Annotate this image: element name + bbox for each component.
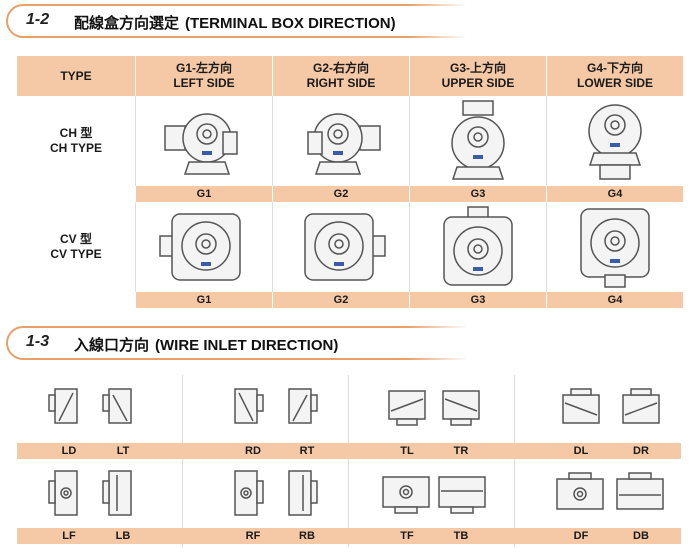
section-tab — [6, 326, 468, 360]
section-title: 入線口方向 (WIRE INLET DIRECTION) — [74, 334, 338, 355]
type-cn: CH 型 — [59, 126, 93, 140]
col-header-cn: G1-左方向 — [175, 61, 232, 75]
ch-g3-motor-image — [409, 96, 546, 186]
wire-label: RB — [299, 530, 315, 542]
wire-label: DB — [633, 530, 649, 542]
wire-label: RF — [245, 530, 261, 542]
cv-g1-motor-image — [135, 202, 272, 292]
wire-label: LF — [62, 530, 76, 542]
col-header-cn: G3-上方向 — [449, 61, 506, 75]
section-number: 1-3 — [26, 333, 50, 350]
col-header-en: LOWER SIDE — [576, 76, 653, 90]
wire-group-t: TL TR TF TB — [349, 375, 515, 547]
cv-g1-label: G1 — [135, 292, 272, 308]
wire-label: RD — [245, 445, 261, 457]
section-title-cn: 入線口方向 — [74, 337, 150, 354]
wire-pair-top — [183, 381, 349, 435]
wire-label-row: LD LT — [17, 443, 183, 459]
cv-g3-label: G3 — [409, 292, 546, 308]
wire-label-row: RF RB — [183, 528, 349, 544]
wire-pair-bottom — [183, 467, 349, 521]
wire-label: DF — [573, 530, 589, 542]
wire-pair-bottom — [515, 467, 681, 521]
wire-label: TL — [400, 445, 414, 457]
section-title: 配線盒方向選定 (TERMINAL BOX DIRECTION) — [74, 12, 396, 33]
section-tab — [6, 4, 468, 38]
col-header-cn: G4-下方向 — [586, 61, 643, 75]
wire-pair-bottom — [349, 467, 515, 521]
wire-label: DL — [573, 445, 589, 457]
ch-label-row: G1 G2 G3 G4 — [17, 186, 683, 202]
wire-label: LB — [115, 530, 131, 542]
wire-inlet-grid: LD LT LF LB RD RT — [17, 375, 683, 547]
ch-g2-label: G2 — [272, 186, 409, 202]
cv-g3-motor-image — [409, 202, 546, 292]
wire-pair-top — [17, 381, 183, 435]
section-header-terminal-box: 1-2 配線盒方向選定 (TERMINAL BOX DIRECTION) — [6, 4, 694, 38]
section-title-en: (WIRE INLET DIRECTION) — [155, 337, 339, 354]
wire-pair-top — [349, 381, 515, 435]
wire-label-row: DL DR — [515, 443, 681, 459]
col-header-en: RIGHT SIDE — [306, 76, 376, 90]
ch-g4-label: G4 — [546, 186, 683, 202]
wire-group-r: RD RT RF RB — [183, 375, 349, 547]
cv-g2-label: G2 — [272, 292, 409, 308]
wire-label: TB — [453, 530, 469, 542]
wire-pair-top — [515, 381, 681, 435]
ch-g3-label: G3 — [409, 186, 546, 202]
wire-label-row: LF LB — [17, 528, 183, 544]
empty-cell — [17, 292, 135, 308]
ch-g1-label: G1 — [135, 186, 272, 202]
wire-label: DR — [633, 445, 649, 457]
section-title-cn: 配線盒方向選定 — [74, 15, 180, 32]
ch-g2-motor-image — [272, 96, 409, 186]
col-header-cn: G2-右方向 — [312, 61, 369, 75]
type-en: CH TYPE — [49, 141, 102, 155]
cv-label-row: G1 G2 G3 G4 — [17, 292, 683, 308]
section-header-wire-inlet: 1-3 入線口方向 (WIRE INLET DIRECTION) — [6, 326, 694, 360]
empty-cell — [17, 186, 135, 202]
section-number: 1-2 — [26, 11, 50, 28]
col-header-en: LEFT SIDE — [173, 76, 235, 90]
wire-label: TR — [453, 445, 469, 457]
col-header-en: UPPER SIDE — [441, 76, 515, 90]
wire-label: RT — [299, 445, 315, 457]
wire-label-row: DF DB — [515, 528, 681, 544]
ch-g1-motor-image — [135, 96, 272, 186]
wire-label-row: TF TB — [349, 528, 515, 544]
cv-g2-motor-image — [272, 202, 409, 292]
wire-label: LT — [116, 445, 130, 457]
cv-g4-motor-image — [546, 202, 683, 292]
cv-g4-label: G4 — [546, 292, 683, 308]
ch-g4-motor-image — [546, 96, 683, 186]
wire-label-row: RD RT — [183, 443, 349, 459]
type-en: CV TYPE — [50, 247, 102, 261]
wire-group-l: LD LT LF LB — [17, 375, 183, 547]
wire-label: TF — [400, 530, 414, 542]
section-title-en: (TERMINAL BOX DIRECTION) — [185, 15, 396, 32]
wire-label: LD — [61, 445, 77, 457]
wire-group-d: DL DR DF DB — [515, 375, 681, 547]
type-cn: CV 型 — [59, 232, 92, 246]
type-header: TYPE — [60, 68, 92, 83]
wire-pair-bottom — [17, 467, 183, 521]
wire-label-row: TL TR — [349, 443, 515, 459]
